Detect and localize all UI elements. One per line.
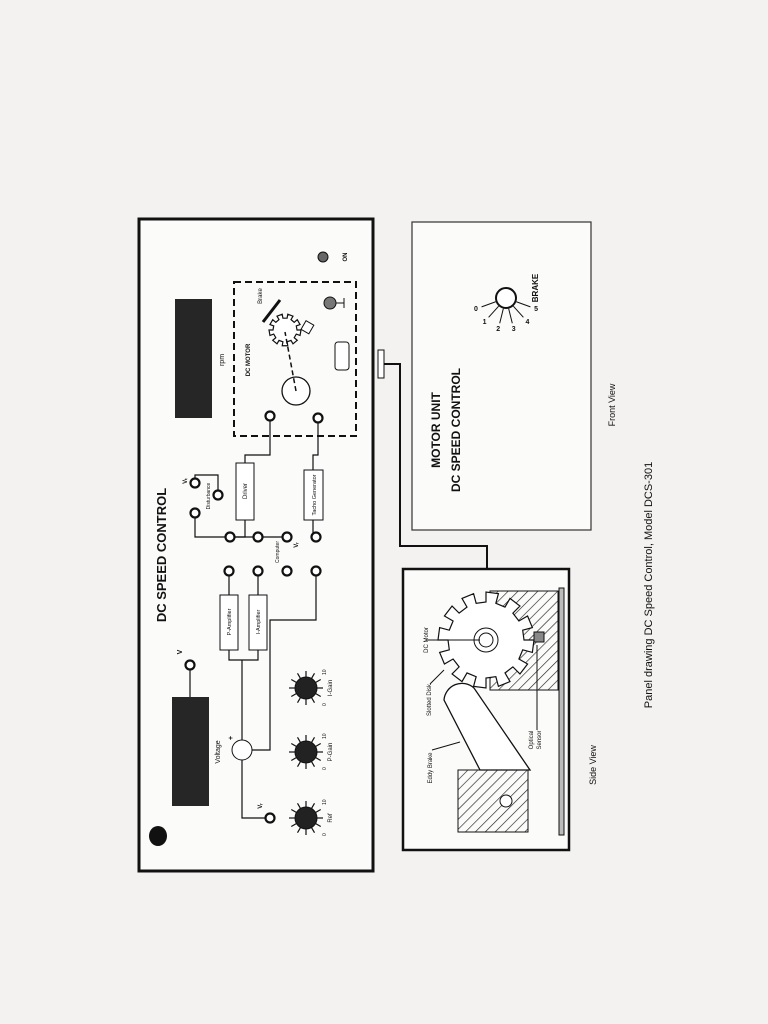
connector-cable [377,349,488,568]
gain-knob[interactable] [294,676,318,700]
terminal-jack[interactable] [189,507,201,519]
tacho-label: Tacho Generator [312,474,318,515]
computer-label: Computer [275,541,281,563]
slotted-disk-label: Slotted Disk [427,683,433,716]
knobs [289,671,323,835]
terminal-jack[interactable] [189,477,201,489]
motor-unit-subtitle: DC SPEED CONTROL [449,368,463,492]
ref-max: 10 [322,799,328,805]
rpm-label: rpm [219,354,226,366]
dc-motor-side-label: DC Motor [424,627,430,653]
vr-label-ref: Vᵣ [258,803,264,809]
gain-knob[interactable] [294,806,318,830]
gear-icon [268,313,302,347]
eddy-brake-arm [443,682,532,771]
terminal-jack[interactable] [252,531,264,543]
brake-position-label: 2 [496,326,500,333]
disturbance-label: Disturbance [206,482,212,509]
knob-label-ref: Ref [328,813,334,823]
knob-label-i-gain: I-Gain [328,680,334,696]
brake-label: Brake [258,288,264,304]
terminal-jack[interactable] [224,531,236,543]
voltage-label: Voltage [215,740,222,763]
vr-label-computer: Vᵣ [294,542,300,548]
v-terminal-label: V [177,649,184,654]
terminal-jack[interactable] [223,565,235,577]
figure-caption: Panel drawing DC Speed Control, Model DC… [643,462,655,708]
gain-knob[interactable] [294,740,318,764]
optical-sensor-block [533,631,545,643]
on-label: ON [343,253,349,262]
ground-knob-icon[interactable] [323,296,337,310]
motor-unit-title: MOTOR UNIT [429,391,443,467]
optical-sensor-label-1: Optical [529,731,535,750]
front-view-caption: Front View [607,383,617,426]
terminal-jack[interactable] [310,565,322,577]
voltage-display [172,697,209,806]
p-amplifier-label: P-Amplifier [227,608,233,635]
terminal-jack[interactable] [252,565,264,577]
side-view-caption: Side View [588,745,598,785]
brake-position-label: 3 [512,326,516,333]
brake-position-label: 5 [534,306,538,313]
side-view: DC Motor Slotted Disk Eddy Brake Optical… [401,567,598,852]
i-gain-min: 0 [322,703,328,706]
eddy-brake-label: Eddy Brake [428,752,434,784]
logo [149,826,167,846]
summing-junction [231,739,253,761]
brake-knob[interactable] [495,287,517,309]
control-panel: DC SPEED CONTROL rpm Voltage V DC MOTOR … [137,217,375,873]
brake-bar [261,299,282,323]
p-gain-min: 0 [322,767,328,770]
knob-label-p-gain: P-Gain [328,743,334,762]
front-view: MOTOR UNIT DC SPEED CONTROL 01 2 3 45 BRAKE… [411,221,617,531]
p-amplifier-block [219,594,239,651]
terminal-jack[interactable] [281,565,293,577]
terminals [184,410,324,824]
dc-motor-label: DC MOTOR [246,343,252,376]
i-gain-max: 10 [322,669,328,675]
brake-position-label: 1 [483,319,487,326]
p-gain-max: 10 [322,733,328,739]
driver-block [235,462,255,521]
optical-sensor-icon [300,319,315,335]
base-plate [558,587,565,836]
brake-knob-label: BRAKE [531,273,540,302]
plus-sign: + [228,736,235,740]
brake-scale: 01 2 3 45 [474,301,538,333]
db9-connector-icon [334,341,350,371]
i-amplifier-block [248,594,268,651]
brake-position-label: 4 [525,319,529,326]
ref-min: 0 [322,833,328,836]
driver-label: Driver [243,483,249,499]
optical-sensor-label-2: Sensor [537,730,543,749]
i-amplifier-label: I-Amplifier [256,609,262,634]
eddy-brake-block [457,769,529,833]
power-toggle-switch[interactable] [317,251,329,263]
dc-motor-box [233,281,357,437]
tacho-generator-block [303,469,324,521]
rpm-display [175,299,212,418]
motor-unit-front [411,221,592,531]
terminal-jack[interactable] [264,410,276,422]
brake-position-label: 0 [474,306,478,313]
terminal-jack[interactable] [264,812,276,824]
terminal-jack[interactable] [212,489,224,501]
terminal-jack[interactable] [312,412,324,424]
terminal-jack[interactable] [310,531,322,543]
vt-label: Vₜ [183,478,189,484]
panel-title: DC SPEED CONTROL [154,488,169,622]
terminal-jack[interactable] [281,531,293,543]
terminal-jack[interactable] [184,659,196,671]
